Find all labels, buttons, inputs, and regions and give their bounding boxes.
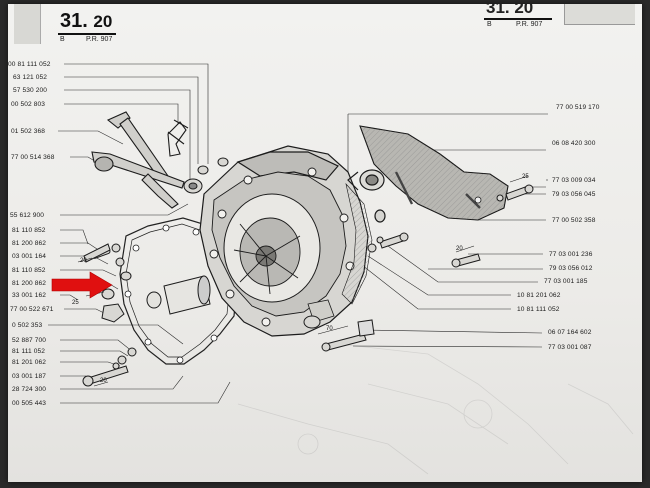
part-label: 77 00 514 368	[11, 154, 55, 161]
red-arrow-icon	[51, 271, 113, 299]
header-sub-left-b: P.R. 907	[86, 36, 113, 43]
part-label: 33 001 162	[12, 292, 47, 299]
cover-plate	[359, 125, 509, 221]
header-sub-right-b: P.R. 907	[516, 21, 543, 28]
part-label: 0 502 353	[12, 322, 43, 329]
dimension-label: 25	[72, 300, 79, 306]
part-label: 28 724 300	[12, 386, 47, 393]
part-label: 81 200 862	[12, 280, 47, 287]
part-label: 79 03 056 012	[549, 265, 593, 272]
part-label: 00 81 111 052	[8, 61, 51, 68]
part-label: 81 110 852	[12, 267, 46, 274]
header-sub-left-a: B	[60, 36, 65, 43]
part-label: 63 121 052	[13, 74, 48, 81]
page-number-main: 31	[60, 10, 83, 32]
part-label: 55 612 900	[10, 212, 45, 219]
part-label: 00 505 443	[12, 400, 47, 407]
part-label: 77 03 001 236	[549, 251, 593, 258]
part-label: 01 502 368	[11, 128, 46, 135]
dimension-label: 20	[100, 378, 107, 384]
page-number-suffix: 20	[93, 12, 113, 31]
dimension-label: 25	[522, 174, 529, 180]
part-label: 57 530 200	[13, 87, 48, 94]
shift-fork-assembly	[91, 111, 189, 209]
part-label: 81 200 862	[12, 240, 47, 247]
part-label: 79 03 056 045	[552, 191, 596, 198]
part-label: 77 03 001 185	[544, 278, 588, 285]
dimension-label: 20	[456, 246, 463, 252]
leader-lines-left	[48, 63, 231, 404]
part-label: 81 110 852	[12, 227, 46, 234]
header-thumbnail-left	[14, 4, 41, 44]
part-label: 77 03 001 087	[548, 344, 592, 351]
header-thumbnail-right	[564, 4, 635, 25]
page-number-right: 31. 20	[486, 4, 534, 17]
header-sub-right-a: B	[487, 21, 492, 28]
part-label: 06 07 164 602	[548, 329, 592, 336]
part-label: 10 81 201 062	[517, 292, 561, 299]
part-label: 81 201 062	[12, 359, 47, 366]
page-number: 31. 20	[60, 10, 113, 32]
ghost-background-lines	[237, 343, 634, 475]
small-parts-left	[82, 157, 534, 387]
dimension-label: 20	[80, 258, 87, 264]
part-label: 10 81 111 052	[517, 306, 560, 313]
part-label: 52 887 700	[12, 337, 47, 344]
part-label: 00 502 803	[11, 101, 46, 108]
part-label: 77 00 519 170	[556, 104, 600, 111]
part-label: 77 00 502 358	[552, 217, 596, 224]
dimension-label: 70	[326, 326, 333, 332]
gearbox-housing	[199, 145, 373, 337]
part-label: 81 111 052	[12, 348, 46, 355]
part-label: 77 03 009 034	[552, 177, 596, 184]
part-label: 06 08 420 300	[552, 140, 596, 147]
part-label: 03 001 187	[12, 373, 47, 380]
exploded-view-drawing: 25 20 20 25 70 20	[48, 63, 634, 475]
part-label: 03 001 164	[12, 253, 47, 260]
header-rule-left	[58, 33, 116, 35]
header-rule-right	[484, 18, 552, 20]
seal-ring	[347, 169, 386, 223]
part-label: 77 00 522 671	[10, 306, 54, 313]
parts-catalog-page: 31. 20 B P.R. 907 31. 20 B P.R. 907 00 8…	[8, 4, 642, 482]
